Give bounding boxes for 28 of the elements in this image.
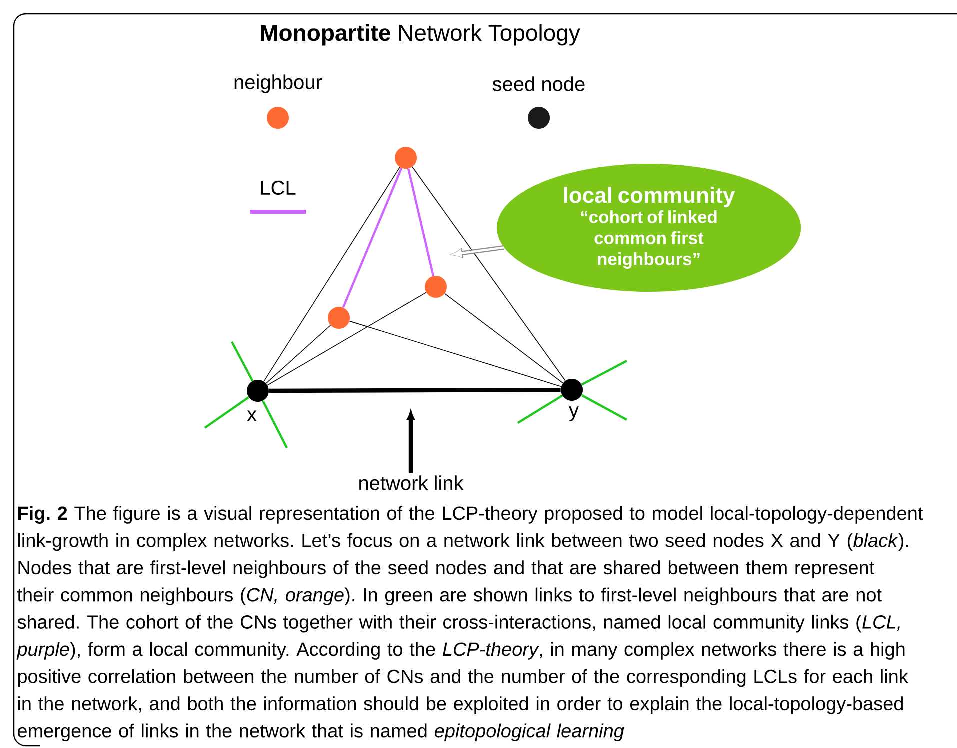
node-label: y: [569, 406, 579, 422]
link-line: [517, 394, 564, 424]
link-line: [204, 396, 250, 429]
neighbour-node: [425, 276, 447, 298]
neighbour-node: [328, 307, 350, 329]
seed-node: [561, 379, 583, 401]
link-line: [444, 293, 564, 384]
caption: Fig. 2 The figure is a visual representation of the LCP-theory proposed to model local-topology-dependent link-growth in complex networks. Let’s focus on a network link between two seed nodes X and Y (black). Nodes that are first-level neighbours of the seed nodes and that are shared between them represent their common neighbours (CN, orange). In green are shown links to first-level neighbours that are not shared. The cohort of the CNs together with their cross-interactions, named local community links (LCL, purple), form a local community. According to the LCP-theory, in many complex networks there is a high positive correlation between the number of CNs and the number of the corresponding LCLs for each link in the network, and both the information should be exploited in order to explain the local-topology-based emergence of links in the network that is named epitopological learning: [16, 506, 924, 742]
link-line: [262, 400, 288, 448]
link-line: [349, 320, 562, 388]
seed-node: [247, 380, 269, 402]
legend-label: LCL: [261, 180, 296, 196]
link-line: [266, 325, 332, 384]
neighbour-node: [395, 147, 417, 169]
link-line: [342, 168, 403, 308]
node-label: x: [247, 410, 257, 422]
leader-label: network link: [360, 476, 464, 490]
title: Monopartite Network Topology: [261, 24, 580, 46]
legend-label: neighbour: [234, 74, 322, 94]
link-line: [269, 388, 561, 394]
link-line: [407, 168, 435, 276]
legend-label: seed node: [492, 76, 585, 92]
link-line: [581, 394, 628, 421]
link-line: [412, 166, 566, 382]
link-line: [231, 341, 254, 382]
link-line: [581, 360, 628, 386]
link-line: [267, 292, 427, 386]
link-line: [264, 167, 400, 382]
